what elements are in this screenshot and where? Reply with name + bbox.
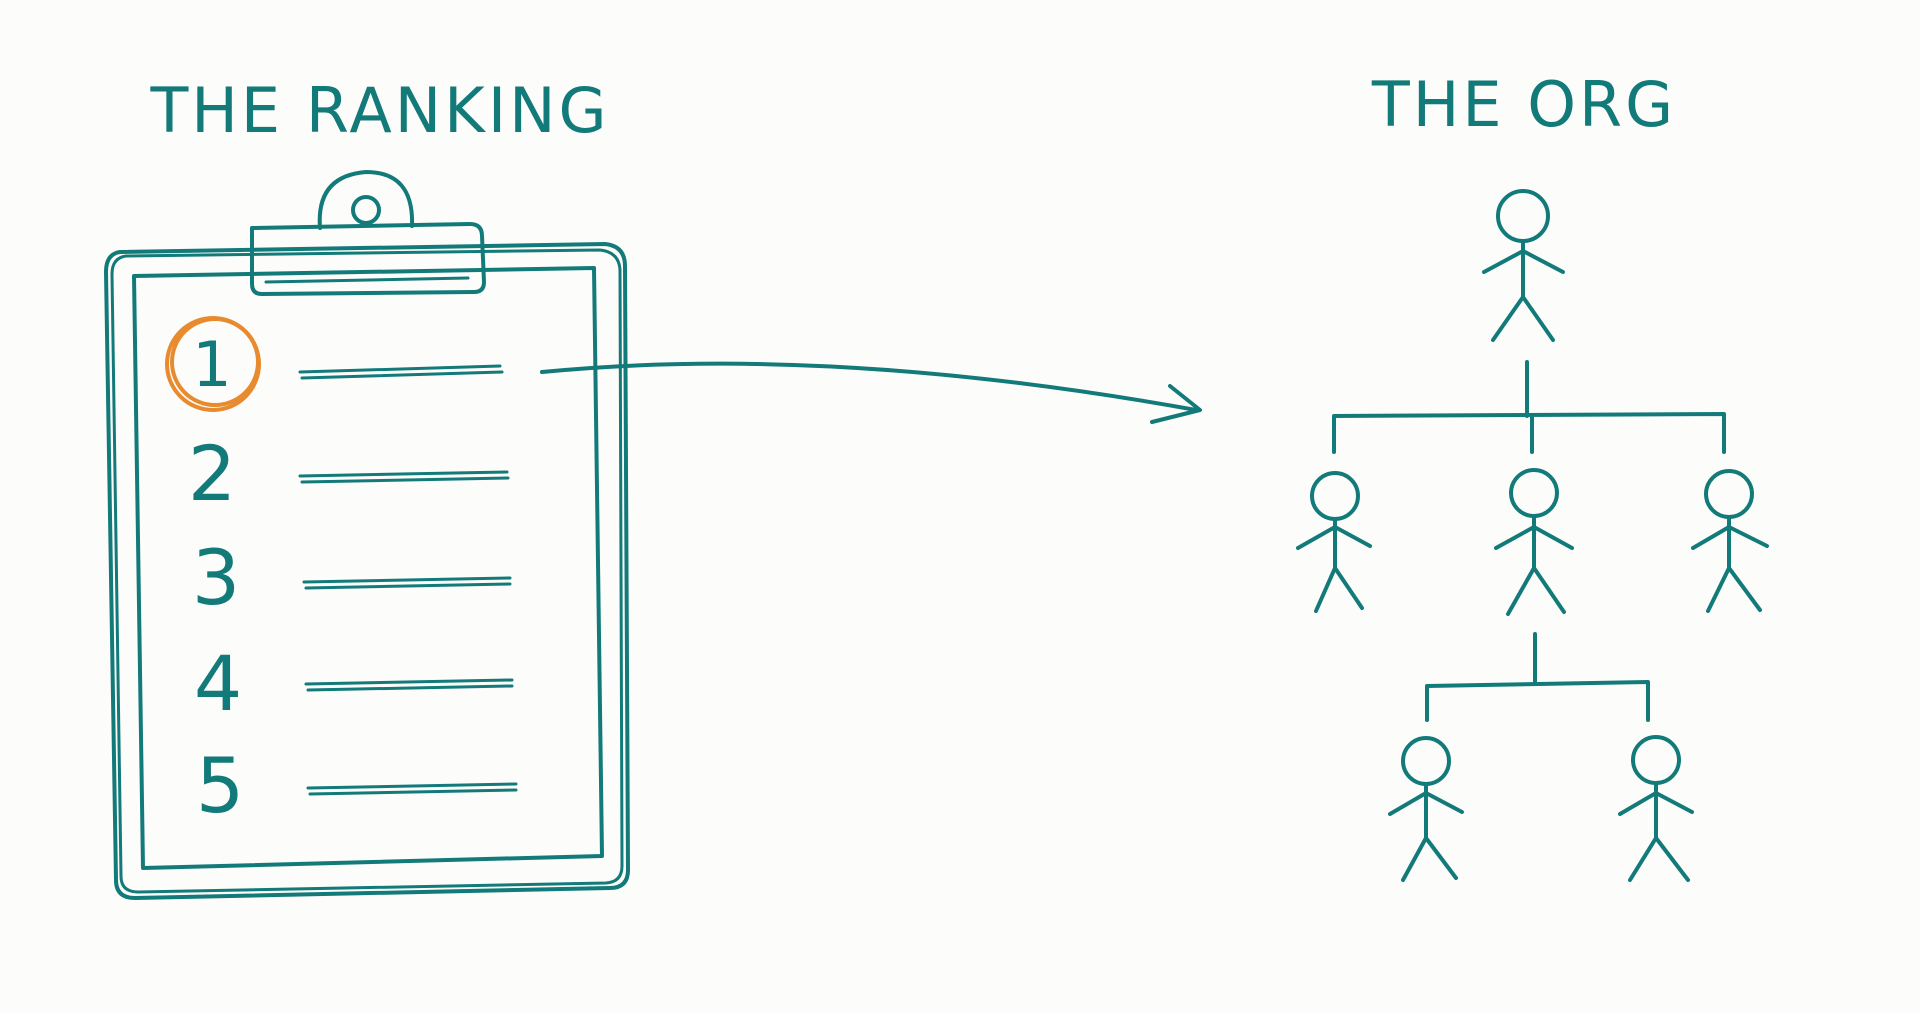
person-icon [1494, 468, 1574, 616]
list-item-line [298, 364, 502, 374]
list-item-number: 4 [194, 639, 242, 728]
org-chart [1296, 189, 1769, 882]
person-icon [1296, 471, 1372, 613]
clipboard-clip-hole [351, 195, 381, 225]
ranking-title: THE RANKING [149, 74, 609, 147]
list-item-number: 3 [192, 533, 240, 622]
person-icon [1618, 735, 1694, 882]
person-icon [1691, 469, 1769, 613]
list-item: 5 [196, 741, 518, 830]
list-item-line-sketch [304, 582, 512, 590]
person-icon [1388, 736, 1464, 882]
list-item: 3 [192, 533, 512, 622]
clipboard-icon [104, 170, 630, 900]
list-item: 4 [194, 639, 514, 728]
org-connector [1425, 632, 1650, 722]
list-item-line-sketch [308, 788, 518, 796]
arrow-head [1150, 384, 1202, 424]
list-item-line-sketch [300, 370, 504, 380]
list-item-line-sketch [306, 684, 514, 692]
arrow-shaft [540, 361, 1198, 412]
list-item-number: 5 [196, 741, 244, 830]
clipboard-clip-top [317, 170, 415, 230]
ranking-list: 1 2 3 4 5 [165, 316, 518, 830]
list-item: 1 [165, 316, 504, 412]
list-item-number: 1 [192, 328, 231, 401]
org-title: THE ORG [1371, 68, 1676, 141]
list-item-line [298, 470, 509, 478]
list-item-number: 2 [188, 429, 236, 518]
list-item-line-sketch [300, 476, 510, 484]
list-item: 2 [188, 429, 510, 518]
list-item-line [304, 678, 514, 686]
arrow-icon [540, 361, 1202, 424]
highlight-circle-sketch [170, 317, 260, 407]
person-icon [1482, 189, 1565, 342]
clipboard-clip-line [264, 276, 470, 284]
clipboard-paper [132, 266, 604, 870]
clipboard-clip [250, 222, 486, 296]
org-connector [1332, 360, 1726, 454]
clipboard-board-sketch [110, 248, 624, 894]
list-item-line [302, 576, 512, 584]
clipboard-board [104, 242, 630, 900]
list-item-line [306, 782, 518, 790]
